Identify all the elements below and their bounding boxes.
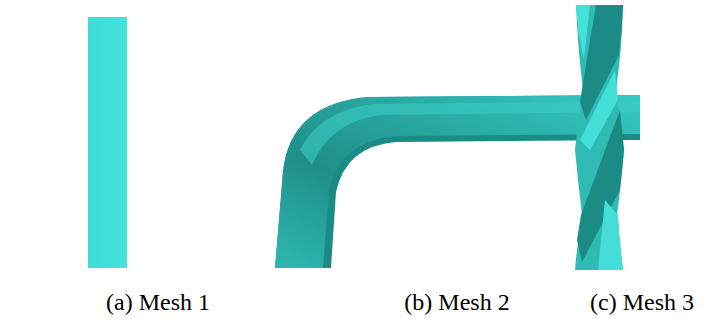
twisted-bar-mesh <box>575 5 624 270</box>
straight-bar-mesh <box>88 17 127 268</box>
subfigure-caption: (a) Mesh 1 <box>106 288 210 317</box>
subfigure-caption: (c) Mesh 3 <box>590 288 694 317</box>
subfigure-caption: (b) Mesh 2 <box>404 288 509 317</box>
